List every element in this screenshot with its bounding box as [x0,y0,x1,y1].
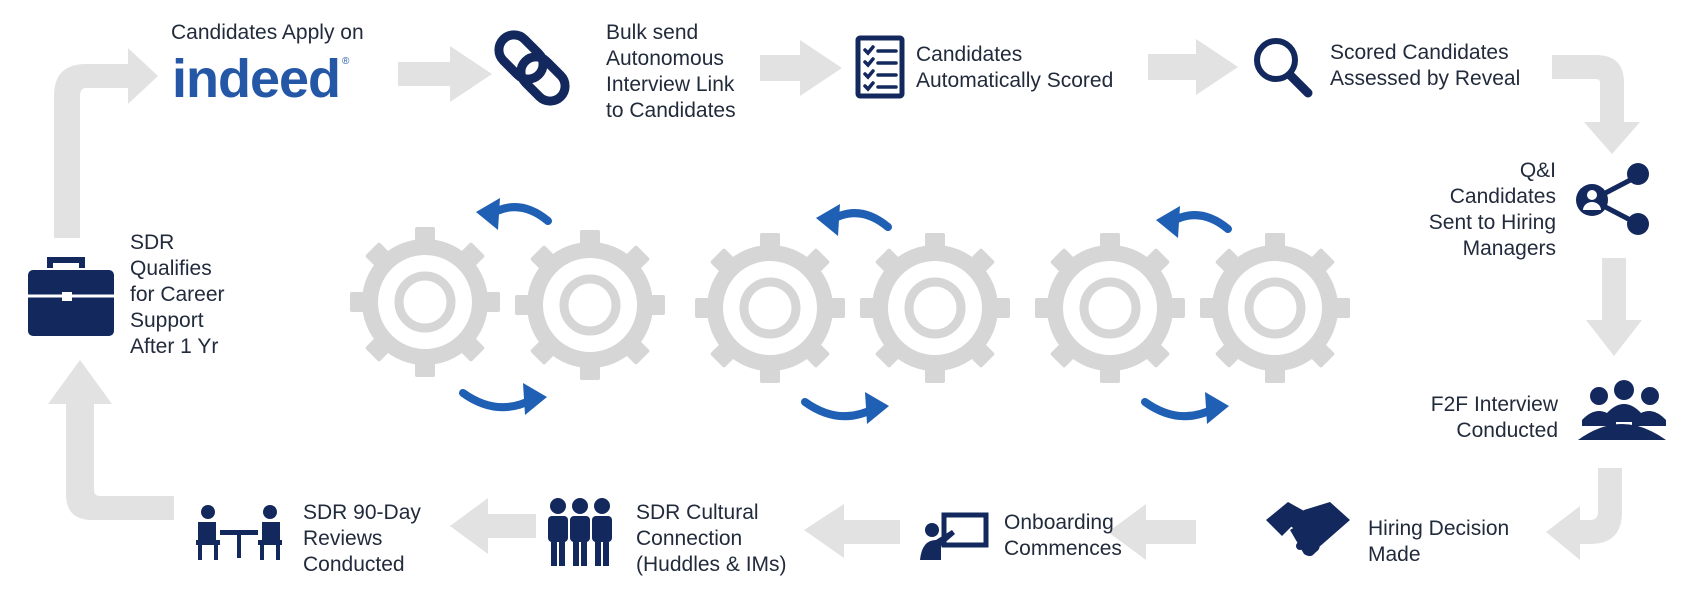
magnifier-icon [1254,38,1313,98]
briefcase-icon [28,257,114,336]
cycle-arrow-icon [816,204,888,236]
cycle-arrow-icon [1145,392,1229,424]
step-apply-label: Candidates Apply on [171,21,364,44]
cycle-arrow-icon [805,392,889,424]
cycle-arrow-icon [1156,206,1228,238]
presentation-board-icon [920,512,989,560]
flow-arrows [48,39,1642,560]
handshake-icon [1266,502,1350,556]
checklist-icon [855,35,905,99]
cycle-arrow-icon [476,198,548,230]
desk-meeting-icon [196,505,282,560]
gear-icon [860,233,1010,383]
gear-icon [1200,233,1350,383]
share-network-icon [1576,163,1649,235]
gear-icon [1035,233,1185,383]
team-people-icon [548,498,612,566]
gear-icon [515,230,665,380]
cycle-arrow-icon [463,383,547,415]
gear-icon [350,227,500,377]
chain-link-icon [494,30,570,106]
indeed-logo: indeed® [172,49,349,109]
meeting-group-icon [1578,380,1666,440]
gear-icon [695,233,845,383]
gear-cluster [350,198,1350,424]
